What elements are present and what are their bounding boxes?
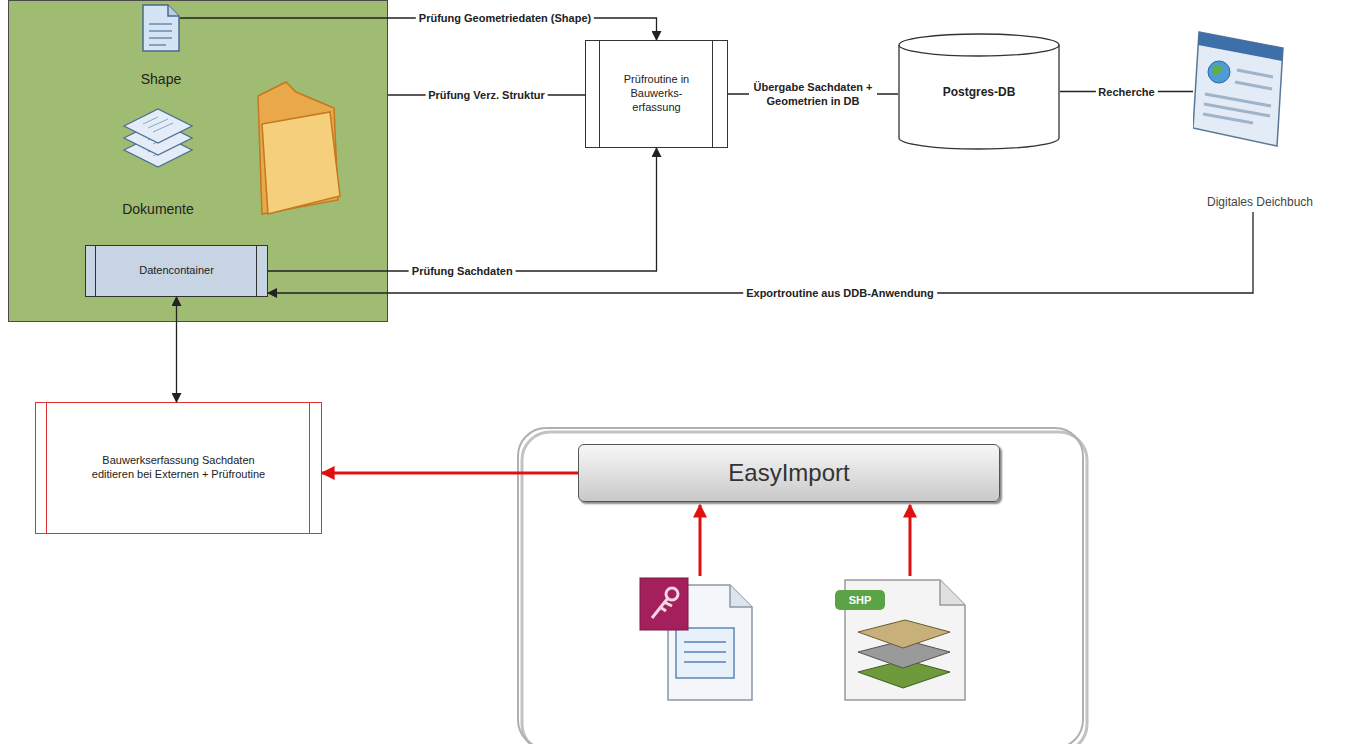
cylinder-rim <box>899 45 1059 56</box>
connector <box>322 472 578 475</box>
edge-label: Prüfung Verz. Struktur <box>425 88 548 102</box>
documents-icon: Dokumente <box>108 108 208 218</box>
file-lines <box>149 24 172 45</box>
edge-label: Prüfung Sachdaten <box>409 264 516 278</box>
file-fold <box>730 585 752 607</box>
browser-titlebar <box>1198 32 1283 61</box>
folder-front <box>262 112 340 214</box>
file-fold <box>940 580 965 605</box>
database-cylinder: Postgres-DB <box>898 33 1060 150</box>
document-sheet <box>124 109 192 143</box>
connector <box>176 297 177 402</box>
icon-graphic <box>1193 28 1285 148</box>
process-box: Bauwerkserfassung Sachdaten editieren be… <box>35 402 322 534</box>
node-text: Dokumente <box>122 201 194 219</box>
node-text: Digitales Deichbuch <box>1193 195 1327 210</box>
connector <box>388 94 585 95</box>
node-text: Bauwerkserfassung Sachdaten editieren be… <box>89 454 269 482</box>
edge-label: Recherche <box>1095 84 1157 98</box>
edge-label: Prüfung Geometriedaten (Shape) <box>416 11 594 25</box>
import-arrow <box>909 505 912 576</box>
document-lines <box>143 117 173 132</box>
access-key-ring <box>666 588 678 600</box>
connector <box>268 148 657 271</box>
edge-label: Übergabe Sachdaten + Geometrien in DB <box>749 80 877 109</box>
import-arrow <box>699 505 702 576</box>
process-box: Datencontainer <box>85 245 268 297</box>
access-key <box>652 598 672 618</box>
shp-tag <box>835 590 885 610</box>
shape-file-icon: Shape <box>138 4 184 88</box>
browser-icon: Digitales Deichbuch <box>1193 28 1327 210</box>
group-shadow <box>522 432 1087 744</box>
connector <box>728 93 898 94</box>
connector <box>268 212 1253 293</box>
import-box: EasyImport <box>578 444 1000 502</box>
connector <box>1060 91 1193 92</box>
map-layer <box>858 620 950 648</box>
process-box: Prüfroutine in Bauwerks- erfassung <box>585 40 728 148</box>
node-text: EasyImport <box>728 458 849 488</box>
access-file-icon <box>640 578 752 700</box>
shp-file-icon <box>835 580 965 700</box>
cylinder-body <box>899 34 1059 149</box>
globe-land <box>1212 65 1223 75</box>
file-fold <box>168 5 179 16</box>
page-lines <box>1203 70 1273 123</box>
node-text: Postgres-DB <box>943 85 1016 100</box>
globe <box>1208 61 1230 83</box>
browser-window <box>1193 32 1283 146</box>
connector <box>180 18 657 40</box>
table-rows <box>684 642 726 662</box>
icon-graphic <box>142 4 180 52</box>
file-tag-text: SHP <box>849 594 872 606</box>
folder-icon <box>258 82 340 214</box>
node-text: Shape <box>141 71 181 89</box>
file-sheet <box>143 5 179 51</box>
node-text: Datencontainer <box>139 264 214 278</box>
edge-label: Exportroutine aus DDB-Anwendung <box>743 286 937 300</box>
group-frame <box>518 428 1083 744</box>
node-text: Prüfroutine in Bauwerks- erfassung <box>623 73 691 114</box>
table-window <box>676 628 734 678</box>
icon-graphic <box>123 108 193 174</box>
access-badge <box>640 578 688 630</box>
